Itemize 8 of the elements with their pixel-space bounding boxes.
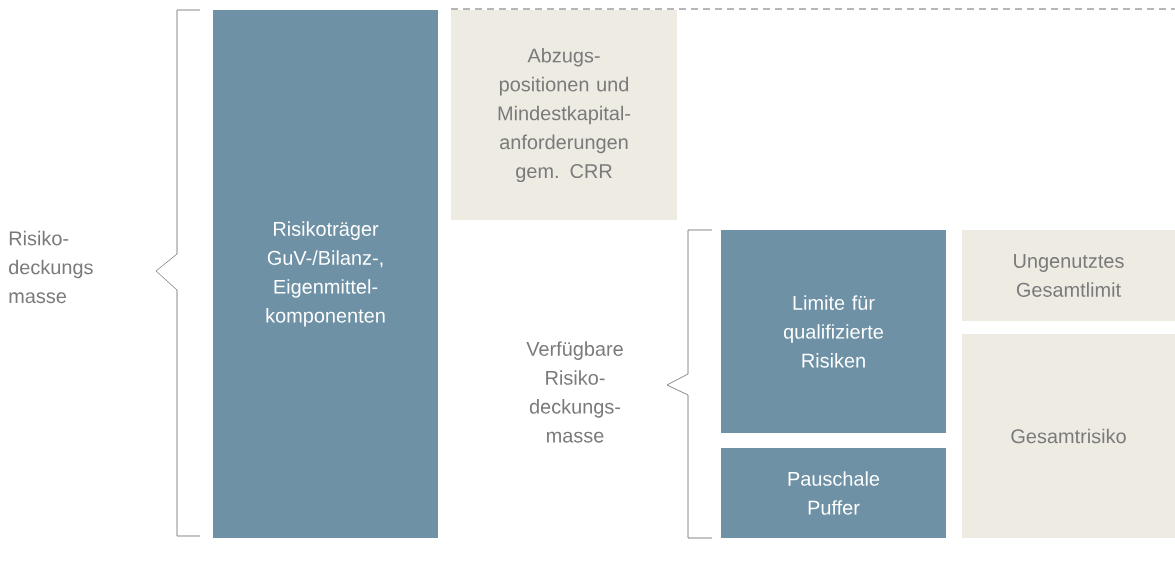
text-block: Abzugs- positionen und Mindestkapital- anforderungen gem. CRR [451,10,677,220]
text-block: Risikoträger GuV-/Bilanz-, Eigenmittel- komponenten [213,10,438,538]
brace-label: Verfügbare Risiko- deckungs- masse [526,341,623,443]
text-block: Gesamtrisiko [962,334,1175,538]
text-block: Limite für qualifizierte Risiken [721,230,946,433]
text-block: Ungenutztes Gesamtlimit [962,230,1175,321]
brace-label: Risiko- deckungs masse [9,230,93,304]
text-block: Pauschale Puffer [721,448,946,538]
